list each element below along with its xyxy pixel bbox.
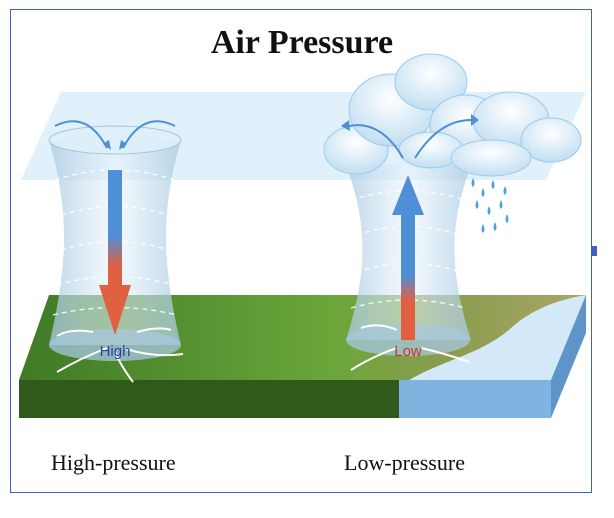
water-surface (406, 295, 586, 382)
raindrop-icon (471, 178, 509, 233)
slab-right-face (551, 295, 586, 418)
high-inflow-arrowhead-right (119, 140, 127, 150)
high-descending-shaft (108, 170, 122, 290)
high-pressure-column (48, 125, 182, 361)
high-top-inflow-arrows (54, 120, 176, 149)
high-center-label: High (100, 343, 131, 360)
air-pressure-scene: High Low (19, 53, 586, 418)
low-outflow-arrowhead-right (471, 114, 479, 126)
low-outflow-arrowhead-left (341, 120, 350, 131)
arrow-up-icon (392, 175, 424, 215)
low-inflow-arrows (350, 324, 470, 371)
low-ascending-shaft (401, 210, 415, 340)
frame-edge-marker (591, 246, 597, 256)
water-front-face (399, 380, 551, 418)
cloud-icon (323, 53, 582, 177)
high-outflow-arrows (56, 327, 184, 383)
low-pressure-caption: Low-pressure (344, 450, 465, 475)
diagram-title: Air Pressure (210, 24, 394, 61)
ground-front-face (19, 380, 399, 418)
high-inflow-arrowhead-left (103, 140, 111, 150)
diagram-frame: Air Pressure (10, 9, 597, 493)
high-pressure-caption: High-pressure (51, 450, 176, 475)
arrow-down-icon (99, 285, 131, 335)
low-center-label: Low (394, 343, 422, 360)
low-top-outflow-arrows (348, 119, 472, 159)
